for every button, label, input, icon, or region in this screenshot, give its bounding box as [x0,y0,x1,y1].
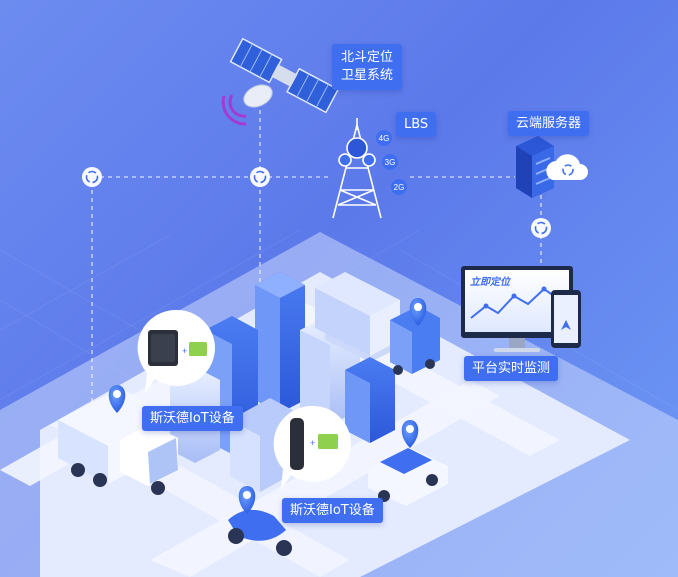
lbs-label: LBS [396,112,437,137]
satellite-icon [221,37,340,126]
device-bubble: + [273,405,351,489]
cloud-sync-icon [546,154,588,180]
car-icon [368,448,448,506]
signal-4g: 4G [379,134,390,143]
sim-card-icon [189,342,207,356]
cloud-server-label: 云端服务器 [508,111,590,136]
sim-card-icon [318,434,338,449]
bus-icon [390,306,440,375]
signal-tower-icon [332,118,382,219]
svg-text:+: + [310,438,315,448]
gps-pin-icon [409,298,427,326]
signal-3g: 3G [385,158,396,167]
sync-node [250,167,270,187]
server-icon [516,136,554,198]
phone-icon [551,290,581,348]
screen-title: 立即定位 [470,276,512,288]
satellite-label-line2: 卫星系统 [341,68,394,83]
container-icon [315,272,400,356]
device-label-1: 斯沃德IoT设备 [142,406,243,431]
satellite-label: 北斗定位 卫星系统 [332,44,403,90]
device-label-2: 斯沃德IoT设备 [282,498,383,523]
sync-node [82,167,102,187]
gps-pin-icon [401,420,419,448]
svg-text:+: + [182,346,187,356]
signal-2g: 2G [394,183,405,192]
sync-node [531,218,551,238]
tower-signal-badges: 4G 3G 2G [376,130,407,195]
gps-pin-icon [238,486,256,514]
platform-monitor-label: 平台实时监测 [464,356,559,381]
gps-pin-icon [108,385,126,413]
satellite-label-line1: 北斗定位 [341,50,394,65]
device-bubble: + [137,309,215,393]
